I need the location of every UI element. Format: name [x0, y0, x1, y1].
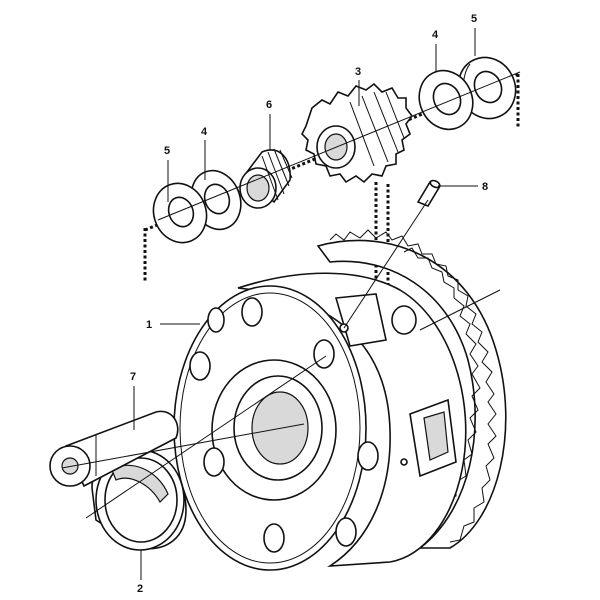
callout-labels: 1 2 3 4 4 5 5 6 7 8 [130, 13, 488, 595]
shaft-part-7 [49, 410, 179, 488]
callout-5-left: 5 [164, 145, 170, 157]
washer-part-5-left [152, 182, 208, 244]
callout-4-right: 4 [432, 29, 439, 41]
pin-part-8 [416, 179, 442, 207]
carrier-housing-part-1 [173, 229, 507, 571]
callout-4-left: 4 [201, 126, 208, 138]
callout-3: 3 [355, 66, 361, 78]
callout-6: 6 [266, 99, 272, 111]
leader-lines [133, 28, 478, 580]
washer-part-4-right [418, 69, 474, 131]
needle-bearing-part-6 [239, 148, 293, 209]
bushing-part-2 [91, 449, 187, 551]
callout-2: 2 [137, 583, 143, 595]
callout-5-right: 5 [471, 13, 477, 25]
gear-part-3 [301, 82, 413, 184]
callout-1: 1 [146, 319, 152, 331]
callout-7: 7 [130, 371, 136, 383]
axis-lines [61, 71, 521, 519]
callout-8: 8 [482, 181, 488, 193]
